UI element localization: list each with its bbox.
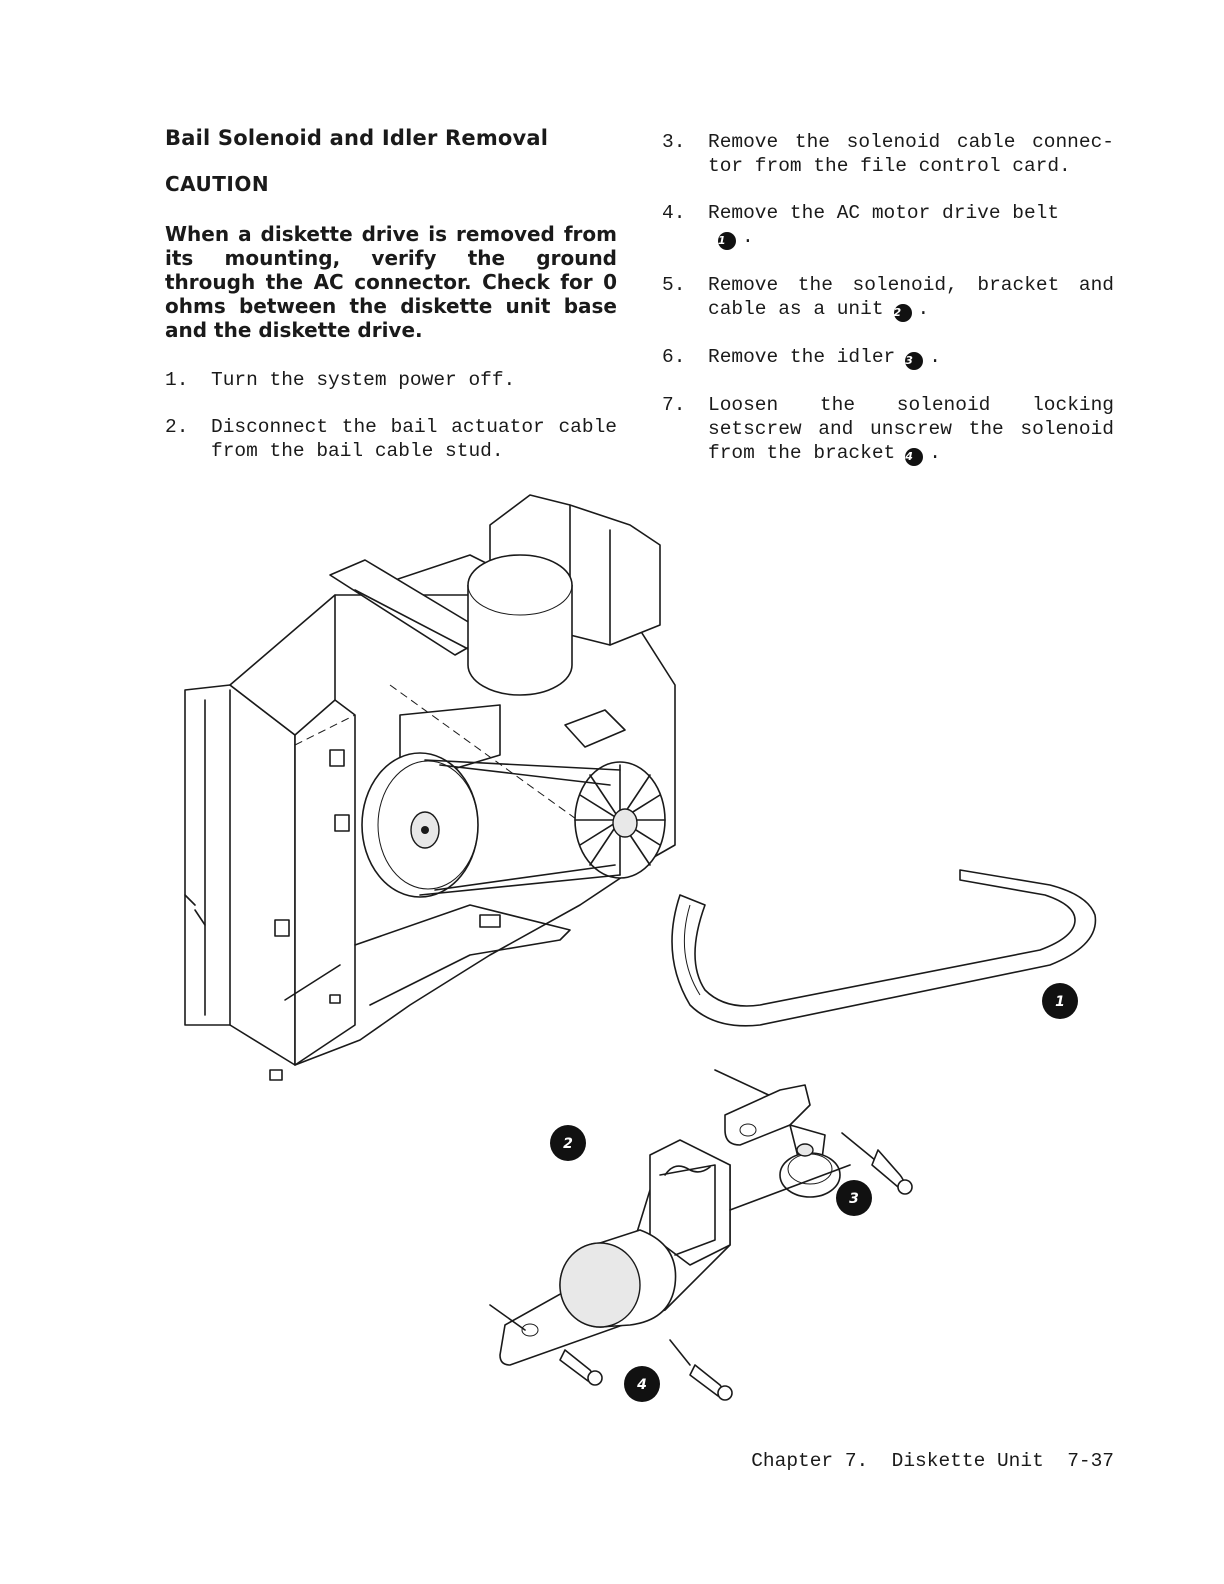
step-text: Disconnect the bail actuator cable from … <box>211 416 617 462</box>
footer-section: Diskette Unit <box>891 1450 1044 1472</box>
step-4: 4. Remove the AC motor drive belt 1. <box>662 201 1114 250</box>
step-6: 6. Remove the idler 3. <box>662 345 1114 370</box>
diskette-drive-assembly <box>184 494 676 1081</box>
step-number: 7. <box>662 394 686 416</box>
callout-2: 2 <box>550 1125 586 1161</box>
caution-text: When a diskette drive is removed from it… <box>165 222 617 342</box>
callout-badge: 1 <box>718 232 736 250</box>
step-text: Turn the system power off. <box>211 369 516 391</box>
callout-1-label: 1 <box>1055 994 1065 1010</box>
step-text-block: Loosen the solenoid locking setscrew and… <box>708 393 1114 466</box>
step-text: Loosen the solenoid locking setscrew and… <box>708 394 1114 464</box>
step-2: 2. Disconnect the bail actuator cable fr… <box>165 415 617 463</box>
step-number: 6. <box>662 346 686 368</box>
step-text-end: . <box>929 442 941 464</box>
callout-3-label: 3 <box>849 1191 859 1207</box>
step-text-block: Remove the idler 3. <box>708 345 1114 370</box>
step-number: 3. <box>662 131 686 153</box>
page-footer: Chapter 7. Diskette Unit 7-37 <box>744 1449 1114 1473</box>
step-text-end: . <box>917 298 930 320</box>
callout-badge: 4 <box>905 448 924 466</box>
bail-solenoid <box>489 1139 851 1401</box>
diskette-drive-drawing: 1 2 3 4 <box>184 494 1097 1402</box>
step-1: 1. Turn the system power off. <box>165 368 617 392</box>
callout-1: 1 <box>1042 983 1078 1019</box>
callout-3: 3 <box>836 1180 872 1216</box>
left-column: Bail Solenoid and Idler Removal CAUTION … <box>165 126 617 486</box>
step-number: 4. <box>662 202 686 224</box>
step-text: Remove the idler <box>708 346 896 368</box>
callout-badge: 2 <box>893 304 912 322</box>
step-number: 1. <box>165 369 189 391</box>
caution-heading: CAUTION <box>165 172 270 196</box>
step-number: 2. <box>165 416 189 438</box>
step-text-block: Remove the AC motor drive belt 1. <box>708 201 1114 250</box>
step-text: Remove the AC motor drive belt <box>708 202 1060 224</box>
step-number: 5. <box>662 274 686 296</box>
step-text: Remove the solenoid cable connec- tor fr… <box>708 131 1114 177</box>
callout-badge: 3 <box>905 352 924 370</box>
callout-4: 4 <box>624 1366 660 1402</box>
page-number: 7-37 <box>1067 1450 1114 1472</box>
right-column: 3. Remove the solenoid cable connec- tor… <box>662 130 1114 489</box>
exploded-view-illustration: 1 2 3 4 <box>170 485 1170 1420</box>
step-text-end: . <box>742 226 754 248</box>
drive-belt <box>671 869 1097 1027</box>
callout-2-label: 2 <box>563 1136 573 1152</box>
step-text-block: Remove the solenoid, bracket and cable a… <box>708 273 1114 322</box>
step-3: 3. Remove the solenoid cable connec- tor… <box>662 130 1114 178</box>
step-5: 5. Remove the solenoid, bracket and cabl… <box>662 273 1114 322</box>
step-text-end: . <box>929 346 941 368</box>
fan-wheel <box>574 761 666 879</box>
footer-chapter: Chapter 7. <box>751 1450 869 1472</box>
step-text: Remove the solenoid, bracket and cable a… <box>708 274 1114 320</box>
step-7: 7. Loosen the solenoid locking setscrew … <box>662 393 1114 466</box>
callout-4-label: 4 <box>636 1377 647 1393</box>
section-title: Bail Solenoid and Idler Removal <box>165 126 549 150</box>
